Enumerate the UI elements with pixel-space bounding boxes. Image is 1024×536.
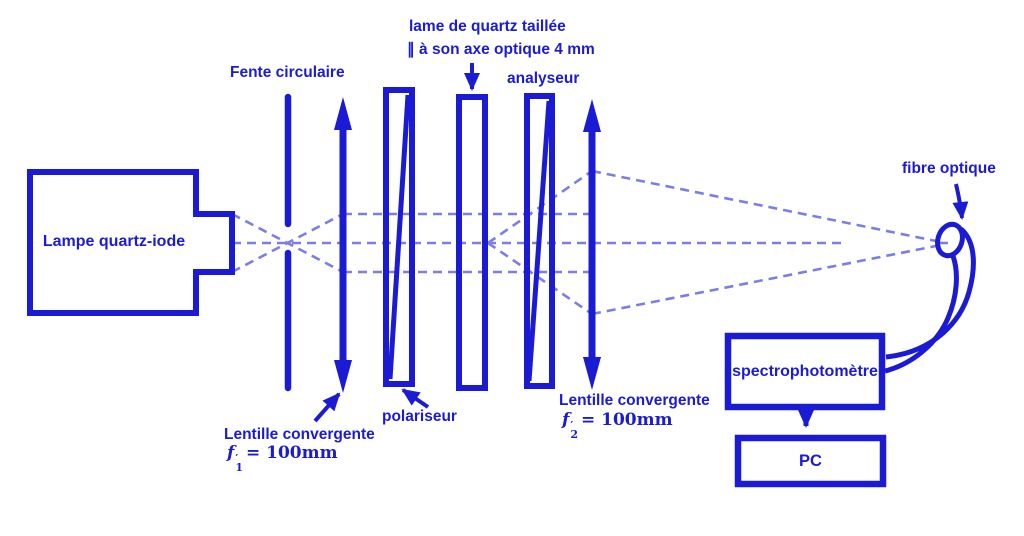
lens2-f-symbol: f bbox=[562, 410, 570, 430]
focus-diverging-ray-down bbox=[487, 241, 593, 316]
polarizer bbox=[383, 87, 415, 387]
fiber-cable-outer bbox=[885, 227, 976, 360]
fiber-pointer-arrow bbox=[952, 183, 969, 220]
lens1-pointer-arrow bbox=[313, 392, 341, 423]
lens2-arrowhead-top bbox=[583, 99, 601, 132]
pc-label: PC bbox=[799, 451, 822, 470]
lens1 bbox=[334, 97, 352, 393]
fiber-tip bbox=[935, 221, 965, 259]
lens1-focal-length: f′1= 100mm bbox=[227, 443, 338, 474]
lens1-arrowhead-bottom bbox=[334, 360, 352, 393]
pc-box bbox=[734, 434, 887, 488]
quartz-label-line1: lame de quartz taillée bbox=[409, 18, 566, 35]
analyzer bbox=[524, 93, 555, 389]
spectrophotometer-label: spectrophotomètre bbox=[732, 362, 878, 380]
lens2-arrowhead-bottom bbox=[583, 357, 601, 390]
pointer-arrows bbox=[313, 63, 969, 423]
analyzer-label: analyseur bbox=[507, 70, 580, 87]
quartz-label-line2: ∥ à son axe optique 4 mm bbox=[407, 41, 595, 58]
lens1-arrowhead-top bbox=[334, 97, 352, 130]
lens2-focal-length: f′2= 100mm bbox=[562, 410, 673, 441]
lens1-f-symbol: f bbox=[227, 443, 235, 463]
converging-ray-bottom bbox=[591, 244, 937, 316]
optical-fiber bbox=[884, 221, 976, 374]
lens2-prime: ′ bbox=[570, 419, 574, 432]
lens2-label: Lentille convergente bbox=[559, 392, 710, 409]
lens1-label: Lentille convergente bbox=[224, 426, 375, 443]
lens1-prime: ′ bbox=[235, 452, 239, 465]
lens1-subscript: 1 bbox=[235, 461, 243, 474]
fiber-label: fibre optique bbox=[902, 160, 996, 177]
polarizer-pointer-arrow bbox=[401, 388, 430, 409]
polarizer-frame bbox=[383, 87, 415, 387]
lens2-subscript: 2 bbox=[570, 428, 578, 441]
polarizer-diagonal bbox=[387, 94, 411, 380]
lamp-label: Lampe quartz-iode bbox=[42, 233, 186, 250]
slit-label: Fente circulaire bbox=[230, 64, 345, 81]
lens1-value: = 100mm bbox=[245, 443, 338, 463]
spectrophotometer-box bbox=[724, 332, 886, 411]
lens2 bbox=[583, 99, 601, 390]
lamp-box bbox=[27, 169, 235, 316]
analyzer-diagonal bbox=[526, 100, 552, 382]
quartz-plate bbox=[456, 94, 488, 391]
analyzer-frame bbox=[524, 93, 555, 389]
polarizer-label: polariseur bbox=[382, 408, 457, 425]
diverging-ray-up bbox=[231, 212, 344, 274]
lens2-value: = 100mm bbox=[580, 410, 673, 430]
converging-ray-top bbox=[591, 169, 937, 243]
fiber-cable-inner bbox=[884, 255, 959, 374]
